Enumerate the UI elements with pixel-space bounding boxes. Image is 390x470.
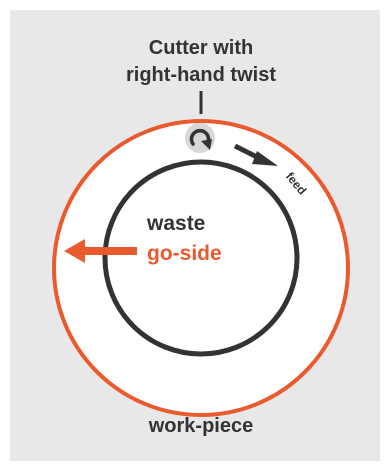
left-arrow-icon — [64, 239, 137, 263]
clockwise-rotation-icon — [189, 128, 212, 150]
cutter-label-line1: Cutter with — [149, 37, 253, 59]
cutter — [185, 123, 215, 153]
waste-label: waste — [146, 212, 205, 235]
workpiece-circle — [52, 119, 350, 417]
goside-label: go-side — [147, 242, 222, 265]
cutter-path-circle — [102, 159, 300, 357]
workpiece-label: work-piece — [148, 415, 253, 437]
feed-arrow-icon — [233, 143, 278, 166]
cutter-disc — [185, 123, 215, 153]
cutter-label-line2: right-hand twist — [126, 64, 276, 86]
